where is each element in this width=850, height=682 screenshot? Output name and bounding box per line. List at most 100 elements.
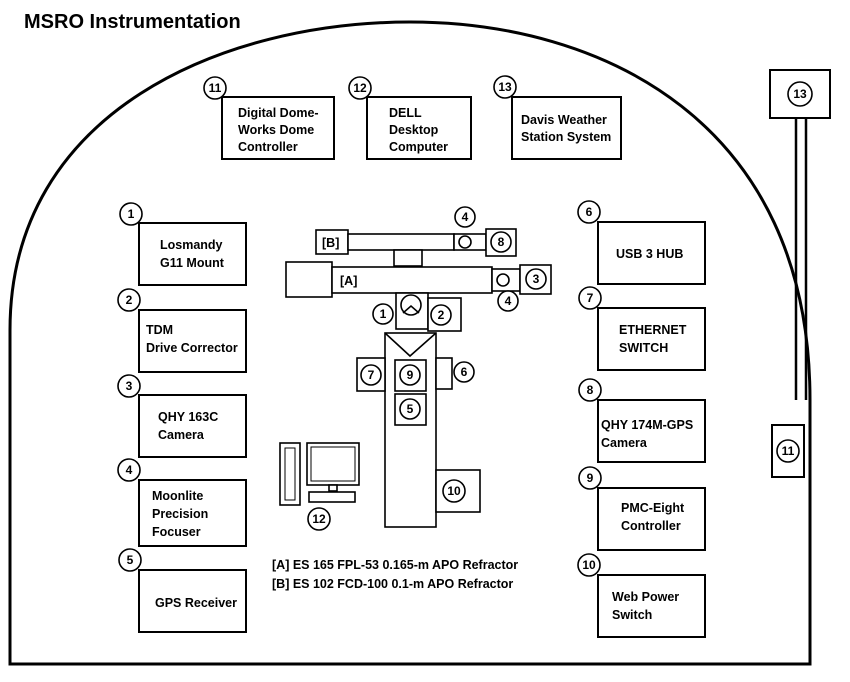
svg-text:7: 7 xyxy=(368,368,375,382)
svg-text:Switch: Switch xyxy=(612,608,652,622)
svg-text:DELL: DELL xyxy=(389,106,422,120)
scope-a-label: [A] xyxy=(340,274,357,288)
svg-text:Web Power: Web Power xyxy=(612,590,679,604)
svg-text:3: 3 xyxy=(126,379,133,393)
marker-2 xyxy=(430,304,452,326)
svg-text:12: 12 xyxy=(353,81,367,95)
svg-text:9: 9 xyxy=(587,471,594,485)
svg-text:PMC-Eight: PMC-Eight xyxy=(621,501,685,515)
marker-5 xyxy=(399,398,421,420)
marker-9 xyxy=(399,364,421,386)
left-item-2: 2 TDM Drive Corrector xyxy=(117,288,247,373)
svg-text:Moonlite: Moonlite xyxy=(152,489,203,503)
svg-text:ETHERNET: ETHERNET xyxy=(619,323,687,337)
marker-4-bottom xyxy=(497,290,519,312)
legend-line-b: [B] ES 102 FCD-100 0.1-m APO Refractor xyxy=(272,577,513,591)
marker-13-mast xyxy=(787,81,813,107)
marker-11-wall-label: 11 xyxy=(782,444,795,458)
svg-text:GPS Receiver: GPS Receiver xyxy=(155,596,237,610)
left-item-5: 5 GPS Receiver xyxy=(118,548,247,633)
svg-text:2: 2 xyxy=(126,293,133,307)
right-item-6: 6 USB 3 HUB xyxy=(577,200,706,285)
marker-6 xyxy=(453,361,475,383)
svg-text:Camera: Camera xyxy=(158,428,205,442)
computer-monitor xyxy=(306,442,360,486)
right-item-8: 8 QHY 174M-GPS Camera xyxy=(578,378,706,463)
svg-text:5: 5 xyxy=(407,402,414,416)
svg-text:Digital Dome-: Digital Dome- xyxy=(238,106,319,120)
svg-text:Camera: Camera xyxy=(601,436,648,450)
top-item-11: 11 Digital Dome- Works Dome Controller xyxy=(203,76,335,160)
scope-b-focuser-knob xyxy=(458,235,472,249)
scope-a-dewshield xyxy=(285,261,333,298)
right-item-7: 7 ETHERNET SWITCH xyxy=(578,286,706,371)
usb-hub-box xyxy=(435,357,453,390)
svg-text:QHY 174M-GPS: QHY 174M-GPS xyxy=(601,418,693,432)
svg-text:1: 1 xyxy=(128,207,135,221)
right-item-9: 9 PMC-Eight Controller xyxy=(578,466,706,551)
top-item-12: 12 DELL Desktop Computer xyxy=(348,76,472,160)
marker-3 xyxy=(525,268,547,290)
svg-text:Drive Corrector: Drive Corrector xyxy=(146,341,238,355)
svg-text:6: 6 xyxy=(461,365,468,379)
svg-text:8: 8 xyxy=(587,383,594,397)
computer-tower-inner xyxy=(284,447,296,501)
svg-text:5: 5 xyxy=(127,553,134,567)
svg-text:11: 11 xyxy=(209,81,222,95)
left-item-1: 1 Losmandy G11 Mount xyxy=(119,202,247,286)
svg-text:1: 1 xyxy=(380,307,387,321)
marker-8 xyxy=(490,231,512,253)
diagram-title: MSRO Instrumentation xyxy=(24,11,241,33)
scope-b-tube xyxy=(347,233,455,251)
svg-text:4: 4 xyxy=(462,210,469,224)
svg-text:12: 12 xyxy=(312,512,326,526)
svg-text:Station System: Station System xyxy=(521,130,611,144)
left-item-4: 4 Moonlite Precision Focuser xyxy=(117,458,247,547)
svg-text:10: 10 xyxy=(447,484,461,498)
svg-text:Precision: Precision xyxy=(152,507,208,521)
pier xyxy=(384,332,437,528)
left-item-3: 3 QHY 163C Camera xyxy=(117,374,247,458)
scope-b-label: [B] xyxy=(322,236,339,250)
monitor-stand xyxy=(328,484,338,492)
computer-screen xyxy=(310,446,356,482)
computer-tower xyxy=(279,442,301,506)
svg-text:TDM: TDM xyxy=(146,323,173,337)
scope-bracket xyxy=(393,249,423,267)
svg-text:4: 4 xyxy=(505,294,512,308)
svg-text:Controller: Controller xyxy=(238,140,298,154)
marker-12-center xyxy=(307,507,331,531)
svg-text:USB 3 HUB: USB 3 HUB xyxy=(616,247,683,261)
svg-text:Computer: Computer xyxy=(389,140,448,154)
svg-text:Controller: Controller xyxy=(621,519,681,533)
marker-7 xyxy=(360,364,382,386)
mount-axis-mark xyxy=(402,305,420,314)
svg-text:Losmandy: Losmandy xyxy=(160,238,223,252)
svg-text:3: 3 xyxy=(533,272,540,286)
svg-text:2: 2 xyxy=(438,308,445,322)
svg-text:4: 4 xyxy=(126,463,133,477)
svg-text:10: 10 xyxy=(582,558,596,572)
svg-text:SWITCH: SWITCH xyxy=(619,341,668,355)
svg-text:7: 7 xyxy=(587,291,594,305)
right-item-10: 10 Web Power Switch xyxy=(577,553,706,638)
marker-10 xyxy=(442,479,466,503)
dome-outline xyxy=(8,20,812,666)
svg-text:Works Dome: Works Dome xyxy=(238,123,314,137)
marker-13-mast-label: 13 xyxy=(793,87,807,101)
svg-text:13: 13 xyxy=(498,80,512,94)
marker-4-top xyxy=(454,206,476,228)
marker-1 xyxy=(372,303,394,325)
marker-11-wall xyxy=(776,439,800,463)
legend-line-a: [A] ES 165 FPL-53 0.165-m APO Refractor xyxy=(272,558,518,572)
svg-text:6: 6 xyxy=(586,205,593,219)
svg-text:Desktop: Desktop xyxy=(389,123,439,137)
svg-text:QHY 163C: QHY 163C xyxy=(158,410,218,424)
pier-cap-line xyxy=(384,332,437,358)
svg-text:Focuser: Focuser xyxy=(152,525,201,539)
scope-a-focuser-knob xyxy=(496,273,510,287)
svg-text:Davis Weather: Davis Weather xyxy=(521,113,607,127)
svg-text:G11 Mount: G11 Mount xyxy=(160,256,225,270)
top-item-13: 13 Davis Weather Station System xyxy=(493,75,622,160)
